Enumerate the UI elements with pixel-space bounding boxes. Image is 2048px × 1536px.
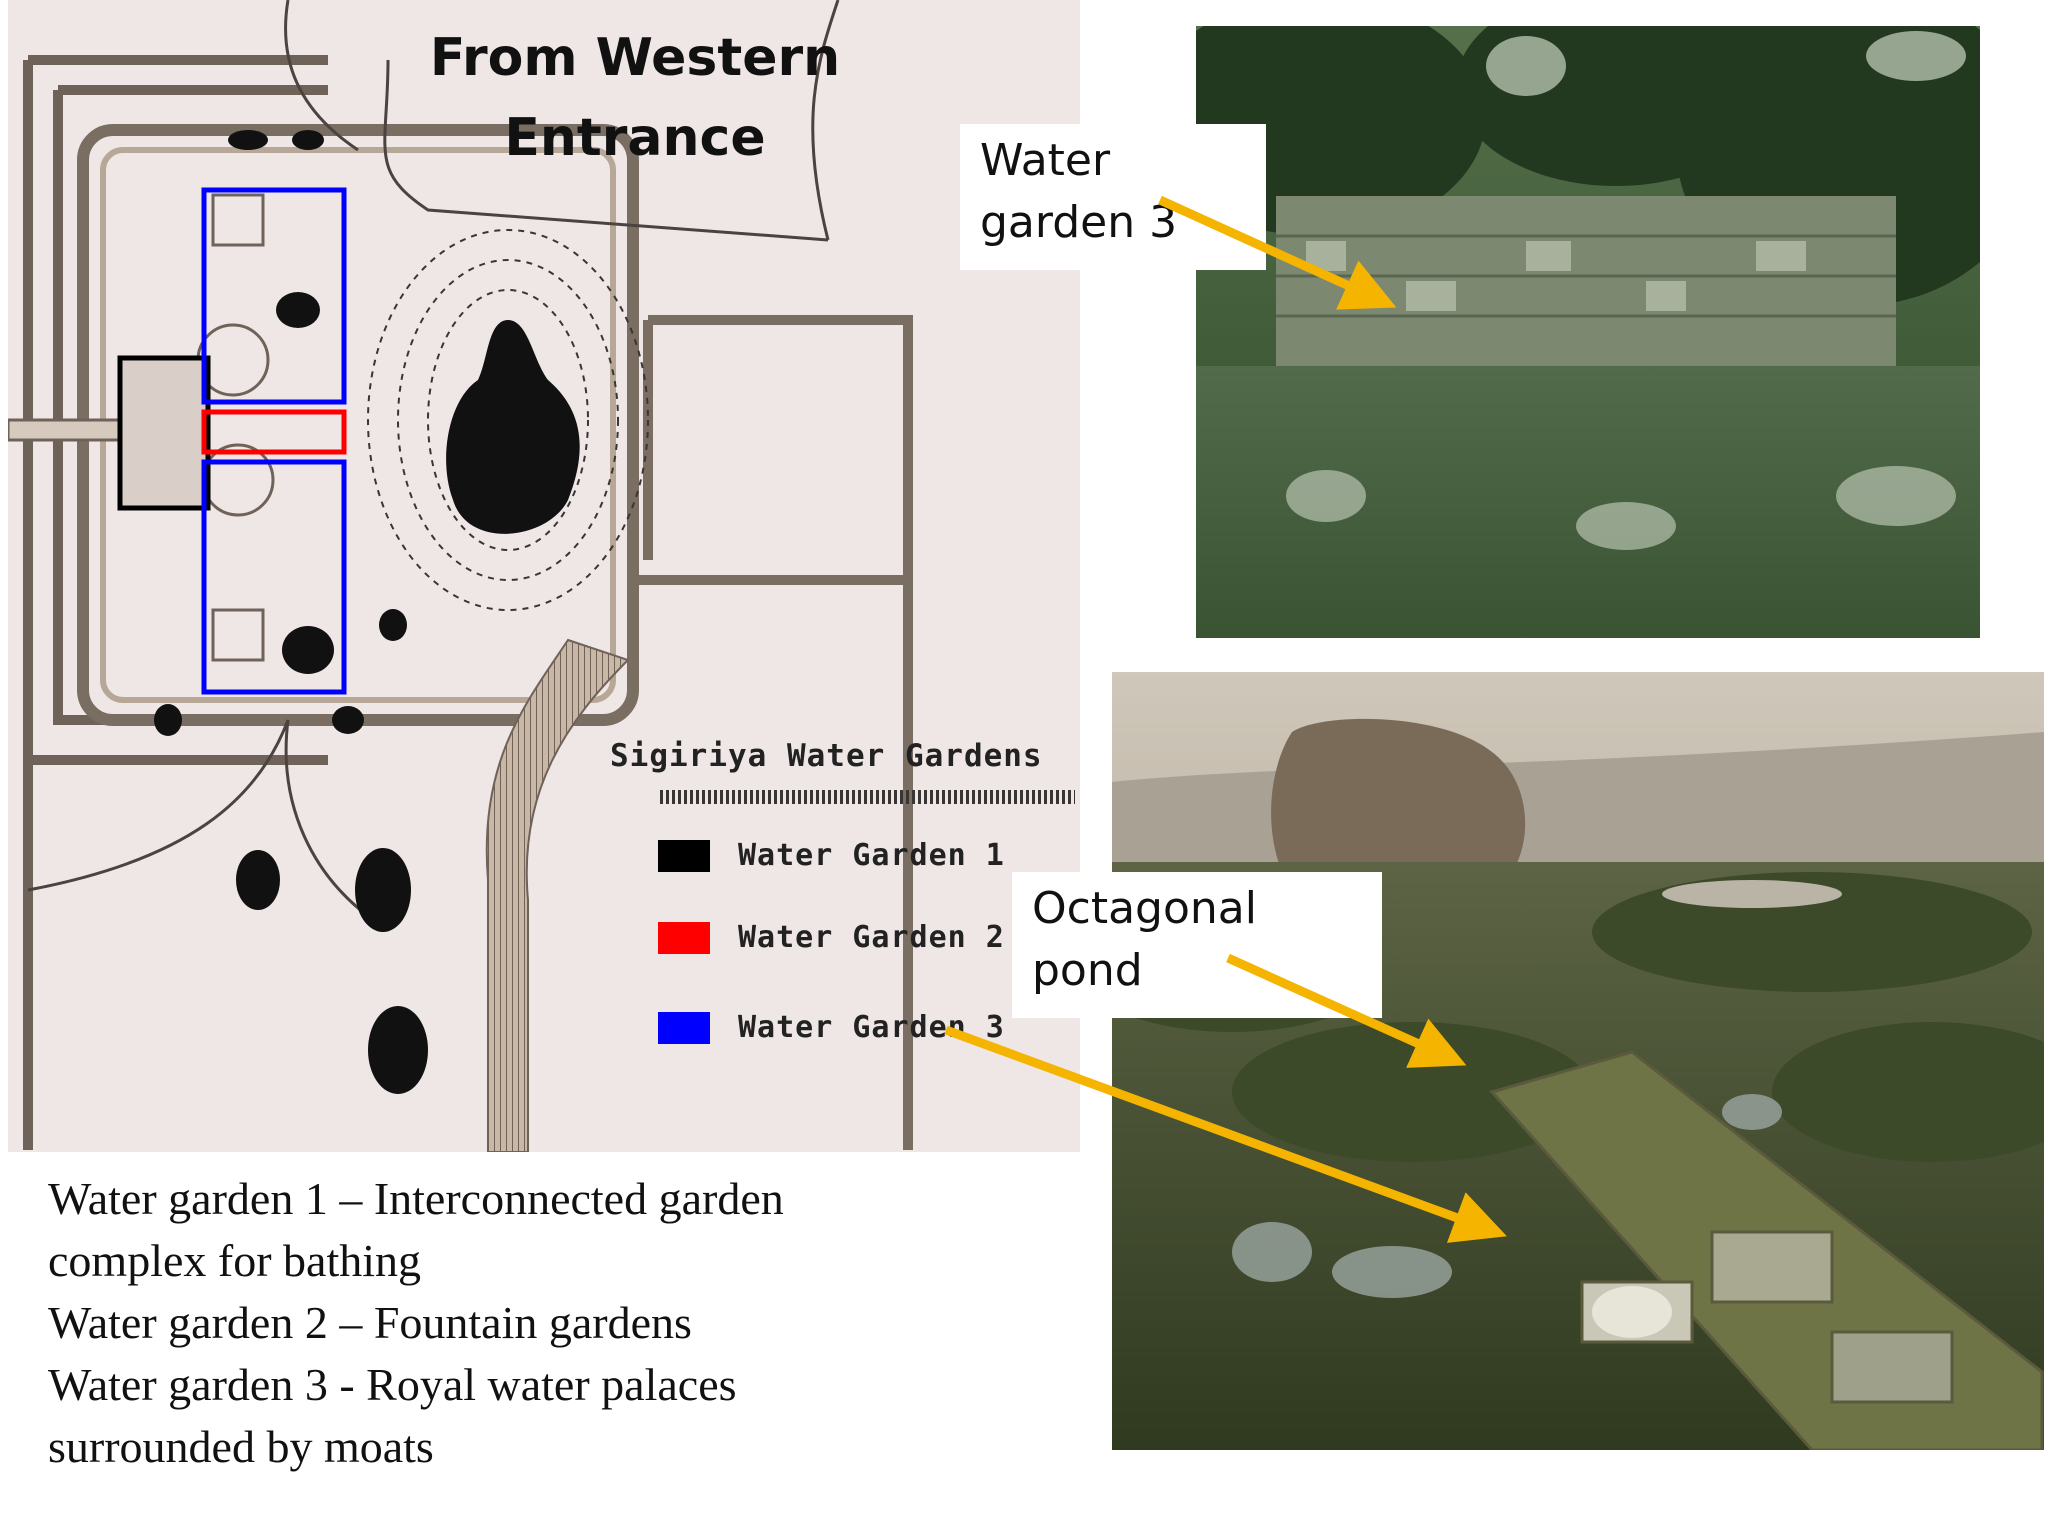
rock-contours bbox=[367, 229, 649, 611]
description-line: complex for bathing bbox=[48, 1235, 422, 1286]
legend-item-garden-2: Water Garden 2 bbox=[658, 920, 1098, 960]
legend-swatch-garden-1 bbox=[658, 840, 710, 872]
rock bbox=[446, 320, 580, 534]
description-line: Water garden 3 - Royal water palaces bbox=[48, 1359, 737, 1410]
aerial-photo bbox=[1112, 672, 2044, 1450]
aerial-image bbox=[1112, 672, 2044, 1450]
callout-wg3-line1: Water bbox=[980, 135, 1111, 186]
western-gate bbox=[8, 418, 130, 442]
map-title-line2: Entrance bbox=[504, 108, 766, 168]
legend-title: Sigiriya Water Gardens bbox=[610, 738, 1043, 774]
map-title-line1: From Western bbox=[429, 28, 841, 88]
callout-wg3-line2: garden 3 bbox=[980, 197, 1178, 248]
callout-oct-line1: Octagonal bbox=[1032, 883, 1257, 934]
east-enclosure bbox=[628, 315, 913, 1150]
water-garden-3-photo bbox=[1196, 26, 1980, 638]
description-line: Water garden 1 – Interconnected garden bbox=[48, 1173, 784, 1224]
legend-rule bbox=[660, 790, 1075, 804]
water-garden-2-outline bbox=[201, 409, 347, 455]
water-garden-3-south-outline bbox=[201, 459, 347, 695]
legend-label-garden-3: Water Garden 3 bbox=[738, 1010, 1005, 1045]
water-garden-3-image bbox=[1196, 26, 1980, 638]
callout-octagonal-pond: Octagonal pond bbox=[1012, 872, 1382, 1018]
legend-swatch-garden-2 bbox=[658, 922, 710, 954]
water-garden-3-north-outline bbox=[201, 187, 347, 405]
description-line: surrounded by moats bbox=[48, 1421, 434, 1472]
callout-oct-line2: pond bbox=[1032, 945, 1143, 996]
approach-path bbox=[485, 638, 630, 1152]
map-drawing bbox=[8, 0, 913, 1152]
water-garden-1-outline bbox=[117, 355, 211, 511]
outer-wall bbox=[23, 55, 328, 1150]
legend-item-garden-1: Water Garden 1 bbox=[658, 838, 1098, 878]
ponds bbox=[154, 130, 428, 1094]
legend-label-garden-1: Water Garden 1 bbox=[738, 838, 1005, 873]
sigiriya-rock bbox=[1271, 718, 1526, 872]
map-title: From Western Entrance bbox=[330, 18, 940, 178]
callout-water-garden-3: Water garden 3 bbox=[960, 124, 1266, 270]
description-line: Water garden 2 – Fountain gardens bbox=[48, 1297, 692, 1348]
legend-label-garden-2: Water Garden 2 bbox=[738, 920, 1005, 955]
legend-swatch-garden-3 bbox=[658, 1012, 710, 1044]
garden-description: Water garden 1 – Interconnected garden c… bbox=[48, 1168, 1048, 1478]
garden-complex bbox=[1489, 1050, 2044, 1450]
site-map bbox=[8, 0, 1080, 1152]
